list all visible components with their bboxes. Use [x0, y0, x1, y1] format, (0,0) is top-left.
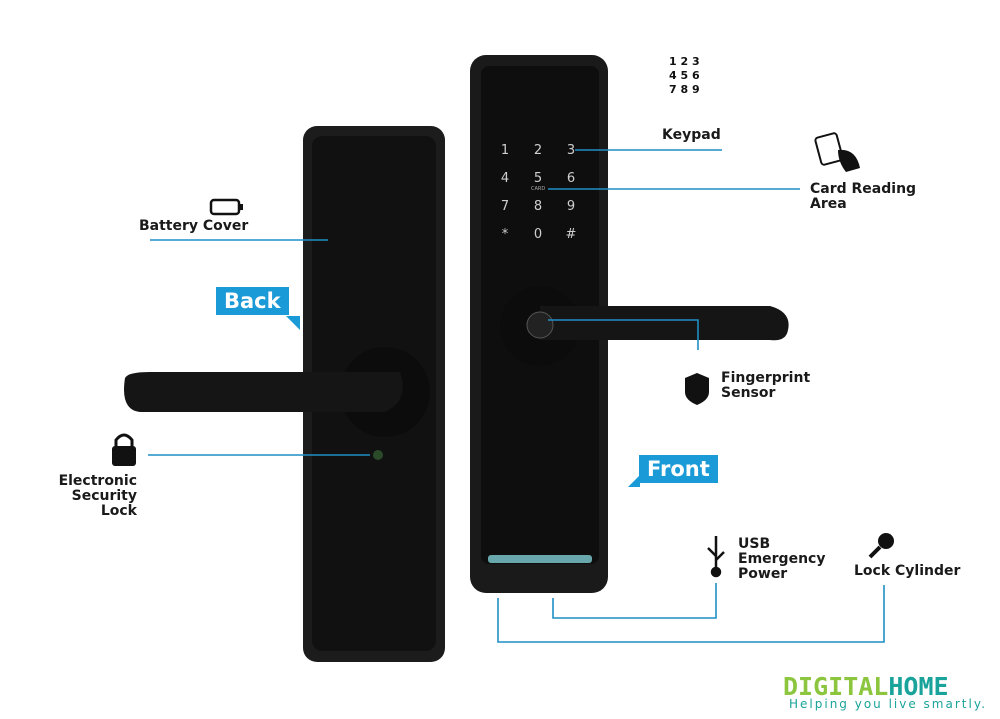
key-star[interactable]: * [501, 227, 509, 242]
usb-light-bar [488, 555, 592, 563]
key-0[interactable]: 0 [533, 227, 543, 242]
key-5[interactable]: 5 [533, 171, 543, 186]
card-hand-icon [814, 132, 860, 172]
key-icon [868, 533, 894, 559]
leader-lines [148, 149, 885, 643]
keypad-icon: 1 2 3 4 5 6 7 8 9 [669, 55, 700, 96]
key-7[interactable]: 7 [500, 199, 510, 214]
battery-cover-label: Battery Cover [139, 218, 249, 234]
key-6[interactable]: 6 [566, 171, 576, 186]
back-handle [124, 372, 403, 412]
key-8[interactable]: 8 [533, 199, 543, 214]
battery-icon [209, 198, 241, 216]
usb-label: USB Emergency Power [738, 536, 826, 582]
key-1[interactable]: 1 [500, 143, 510, 158]
card-text: CARD [531, 186, 546, 192]
usb-icon [707, 536, 725, 578]
back-indicator [373, 450, 383, 460]
card-reading-label: Card Reading Area [810, 181, 917, 212]
back-tag: Back [216, 287, 289, 315]
fingerprint-shield-icon [685, 373, 709, 405]
padlock-icon [112, 433, 136, 466]
front-tag-tail [628, 475, 640, 487]
fingerprint-label: Fingerprint Sensor [721, 370, 811, 401]
key-3[interactable]: 3 [566, 143, 576, 158]
front-tag: Front [639, 455, 718, 483]
brand-logo: DIGITALHOME [783, 672, 949, 701]
fingerprint-sensor [526, 311, 554, 339]
keypad-label: Keypad [662, 127, 721, 143]
key-hash[interactable]: # [565, 227, 577, 242]
back-tag-tail [286, 316, 300, 330]
key-4[interactable]: 4 [500, 171, 510, 186]
key-9[interactable]: 9 [566, 199, 576, 214]
front-handle [540, 306, 789, 341]
key-2[interactable]: 2 [533, 143, 543, 158]
brand-tagline: Helping you live smartly. [789, 697, 988, 711]
electronic-lock-label: Electronic Security Lock [58, 473, 137, 519]
lock-cylinder-label: Lock Cylinder [854, 563, 961, 579]
